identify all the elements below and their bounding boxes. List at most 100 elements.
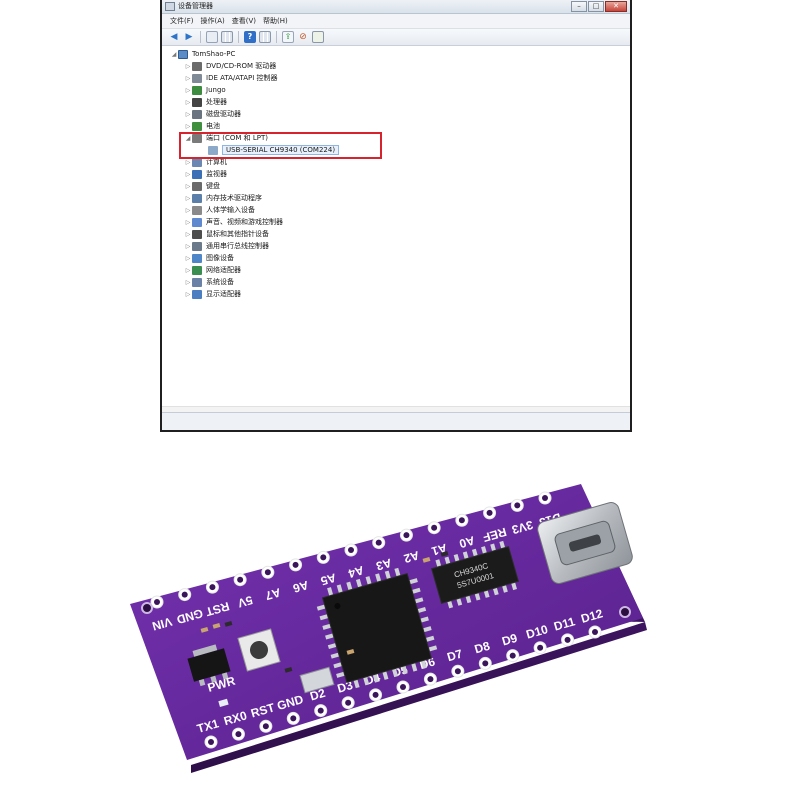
chip-lead	[490, 543, 496, 552]
expand-arrow-icon[interactable]: ▷	[185, 206, 191, 214]
collapse-arrow-icon[interactable]: ◢	[185, 134, 191, 142]
top-pin-pad-hole	[514, 502, 521, 509]
top-pin-label: REF	[481, 525, 508, 545]
tree-category[interactable]: ▷鼠标和其他指针设备	[184, 228, 269, 240]
tree-item-label: 监视器	[206, 170, 227, 178]
top-pin-label: RST	[203, 599, 231, 619]
tree-item-label: 通用串行总线控制器	[206, 242, 269, 250]
tree-device-item[interactable]: USB-SERIAL CH9340 (COM224)	[200, 144, 340, 156]
reset-button	[237, 628, 281, 672]
update-driver-icon[interactable]: ⇪	[282, 31, 294, 43]
expand-arrow-icon[interactable]: ▷	[185, 218, 191, 226]
ide-controller-icon	[192, 73, 202, 83]
tree-category[interactable]: ▷IDE ATA/ATAPI 控制器	[184, 72, 278, 84]
back-arrow-icon[interactable]: ◀	[170, 32, 178, 42]
tree-category[interactable]: ▷Jungo	[184, 84, 226, 96]
toolbar-divider	[200, 31, 201, 43]
tree-item-label: DVD/CD-ROM 驱动器	[206, 62, 277, 70]
menu-action[interactable]: 操作(A)	[200, 17, 225, 25]
tree-item-label: 磁盘驱动器	[206, 110, 241, 118]
collapse-arrow-icon[interactable]: ◢	[171, 50, 177, 58]
chip-lead	[481, 546, 487, 554]
expand-arrow-icon[interactable]: ▷	[185, 86, 191, 94]
tree-item-label: 电池	[206, 122, 220, 130]
scan-hardware-icon[interactable]	[312, 31, 324, 43]
minimize-button[interactable]: –	[571, 1, 587, 12]
mcu-chip	[316, 567, 438, 689]
menu-view[interactable]: 查看(V)	[231, 17, 257, 25]
properties-icon[interactable]	[206, 31, 218, 43]
expand-arrow-icon[interactable]: ▷	[185, 266, 191, 274]
tree-category[interactable]: ▷计算机	[184, 156, 227, 168]
bottom-pin-label: D9	[500, 631, 519, 649]
grid-view-icon[interactable]	[259, 31, 271, 43]
tree-item-label: 显示适配器	[206, 290, 241, 298]
top-pin-row	[150, 491, 552, 609]
expand-arrow-icon[interactable]: ▷	[185, 122, 191, 130]
bottom-pin-label: TX1	[195, 716, 220, 736]
tree-item-label: 人体学输入设备	[206, 206, 255, 214]
tree-item-label: USB-SERIAL CH9340 (COM224)	[222, 145, 340, 155]
horizontal-scrollbar[interactable]	[162, 406, 630, 412]
tree-root[interactable]: ◢ TomShao-PC	[170, 48, 235, 60]
chip-lead	[471, 548, 478, 557]
title-bar[interactable]: 设备管理器 – □ ✕	[162, 0, 630, 14]
tree-category[interactable]: ▷ 通用串行总线控制器	[184, 240, 269, 252]
expand-arrow-icon[interactable]: ▷	[185, 242, 191, 250]
device-manager-icon	[165, 2, 175, 11]
expand-arrow-icon[interactable]: ▷	[185, 194, 191, 202]
tree-category[interactable]: ▷键盘	[184, 180, 220, 192]
top-pin-label: A0	[457, 533, 476, 551]
tree-category[interactable]: ▷系统设备	[184, 276, 234, 288]
expand-arrow-icon[interactable]: ▷	[185, 290, 191, 298]
tree-category[interactable]: ▷ 显示适配器	[184, 288, 241, 300]
expand-arrow-icon[interactable]: ▷	[185, 98, 191, 106]
tree-category[interactable]: ▷图像设备	[184, 252, 234, 264]
tree-category[interactable]: ▷声音、视频和游戏控制器	[184, 216, 283, 228]
expand-arrow-icon[interactable]: ▷	[185, 62, 191, 70]
top-pin-label: A7	[263, 585, 282, 603]
maximize-button[interactable]: □	[588, 1, 604, 12]
list-view-icon[interactable]	[221, 31, 233, 43]
expand-arrow-icon[interactable]: ▷	[185, 254, 191, 262]
expand-arrow-icon[interactable]: ▷	[185, 110, 191, 118]
top-pin-pad-hole	[431, 524, 438, 531]
tree-category[interactable]: ▷ 监视器	[184, 168, 227, 180]
tree-category[interactable]: ▷内存技术驱动程序	[184, 192, 262, 204]
tree-category[interactable]: ◢端口 (COM 和 LPT)	[184, 132, 268, 144]
computer-icon	[192, 157, 202, 167]
expand-arrow-icon[interactable]: ▷	[185, 278, 191, 286]
bottom-pin-pad-hole	[454, 668, 461, 675]
mounting-hole	[141, 602, 153, 614]
processor-icon	[192, 97, 202, 107]
bottom-pin-pad-hole	[564, 636, 571, 643]
expand-arrow-icon[interactable]: ▷	[185, 230, 191, 238]
board-image: VINGNDRST5VA7A6A5A4A3A2A1A0REF3V3D13 TX1…	[130, 484, 647, 773]
display-adapter-icon	[192, 289, 202, 299]
expand-arrow-icon[interactable]: ▷	[185, 170, 191, 178]
tree-category[interactable]: ▷ DVD/CD-ROM 驱动器	[184, 60, 276, 72]
forward-arrow-icon[interactable]: ▶	[185, 32, 193, 42]
expand-arrow-icon[interactable]: ▷	[185, 182, 191, 190]
bottom-pin-pad-hole	[262, 723, 269, 730]
menu-help[interactable]: 帮助(H)	[263, 17, 288, 25]
mounting-hole	[619, 606, 631, 618]
camera-icon	[192, 253, 202, 263]
expand-arrow-icon[interactable]: ▷	[185, 158, 191, 166]
tree-category[interactable]: ▷ 网络适配器	[184, 264, 241, 276]
tree-category[interactable]: ▷ 电池	[184, 120, 220, 132]
menu-file[interactable]: 文件(F)	[170, 17, 194, 25]
tree-category[interactable]: ▷ 磁盘驱动器	[184, 108, 241, 120]
top-pin-pad-hole	[403, 532, 410, 539]
close-button[interactable]: ✕	[605, 1, 627, 12]
top-pin-pad-hole	[486, 509, 493, 516]
bottom-pin-pad-hole	[509, 652, 516, 659]
bottom-pin-label: D3	[336, 678, 355, 696]
expand-arrow-icon[interactable]: ▷	[185, 74, 191, 82]
tree-category[interactable]: ▷ 人体学输入设备	[184, 204, 255, 216]
chip-lead	[499, 540, 506, 549]
tree-category[interactable]: ▷处理器	[184, 96, 227, 108]
disable-device-icon[interactable]: ⊘	[299, 32, 307, 42]
tree-item-label: 网络适配器	[206, 266, 241, 274]
help-icon[interactable]: ?	[244, 31, 256, 43]
